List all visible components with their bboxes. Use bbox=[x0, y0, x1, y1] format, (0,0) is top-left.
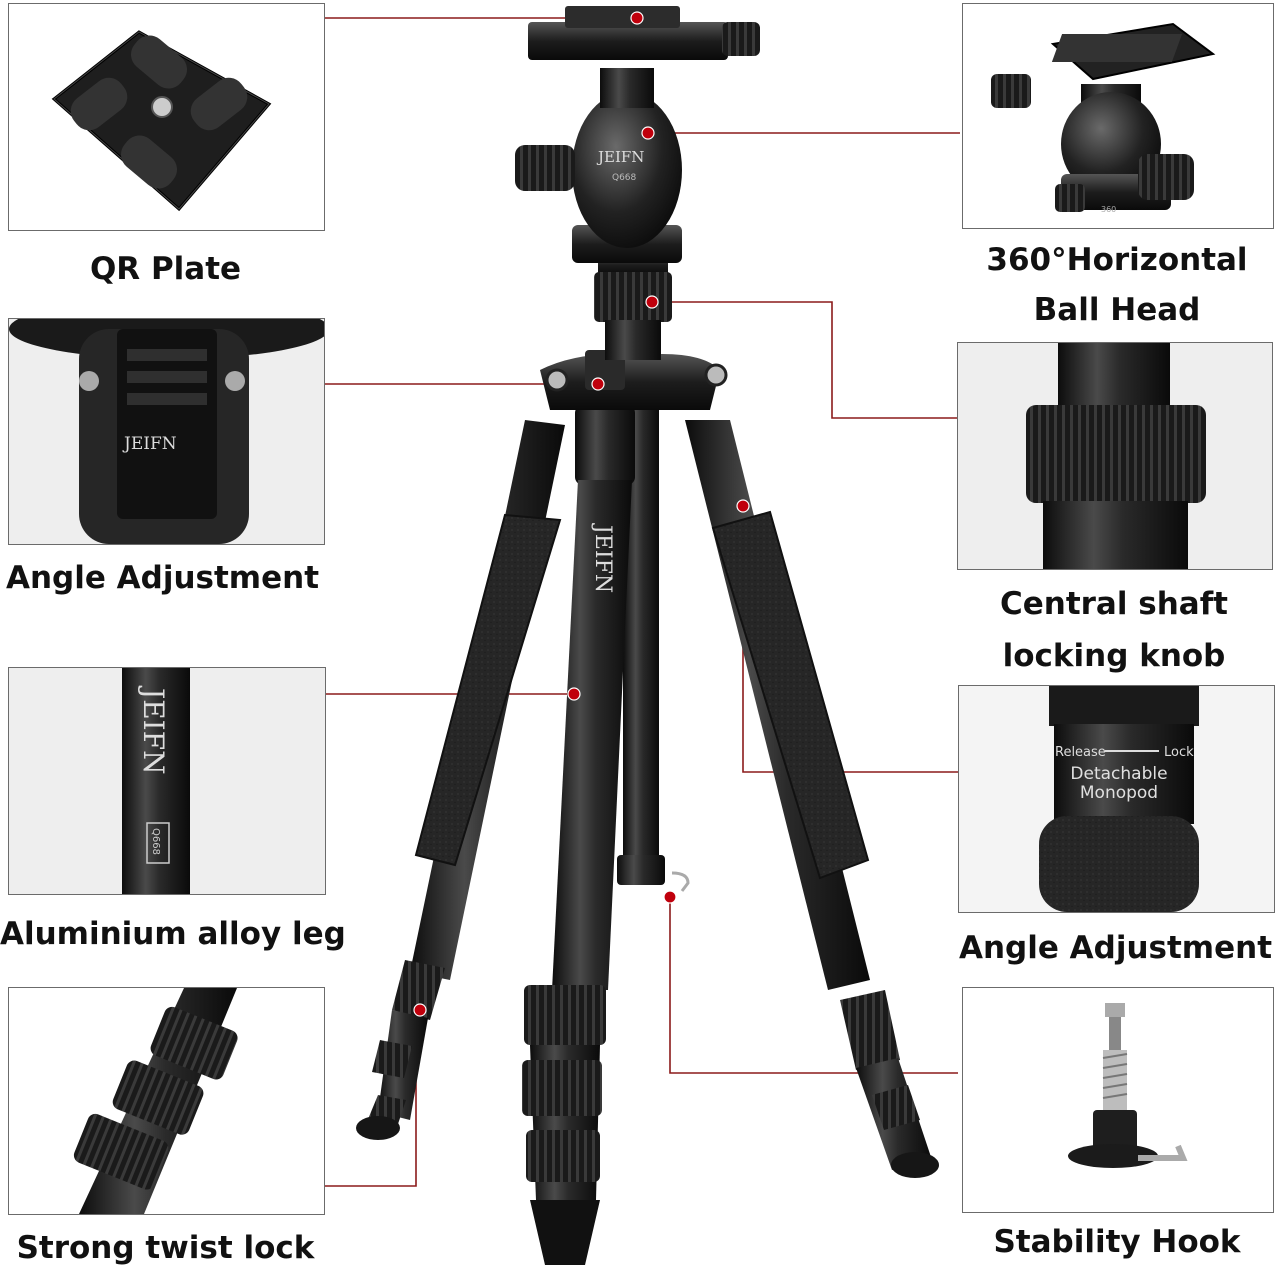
monopod-image: Release Lock Detachable Monopod bbox=[959, 686, 1274, 912]
front-leg: JEIFN bbox=[522, 405, 635, 1265]
angle-adjustment-left-panel: JEIFN bbox=[8, 318, 325, 545]
monopod-line1-text: Detachable bbox=[1070, 764, 1167, 784]
twist-lock-label: Strong twist lock bbox=[16, 1230, 315, 1266]
head-model-text: Q668 bbox=[612, 173, 637, 183]
ball-head-image: 360 bbox=[991, 22, 1216, 214]
ball-head: JEIFN Q668 bbox=[515, 6, 760, 263]
left-leg bbox=[356, 420, 565, 1140]
ball-head-scale: 360 bbox=[1101, 205, 1116, 214]
hook-marker bbox=[663, 890, 677, 904]
aluminium-leg-label: Aluminium alloy leg bbox=[0, 916, 346, 952]
stability-hook-label: Stability Hook bbox=[993, 1224, 1241, 1260]
shaft-knob-panel bbox=[957, 342, 1273, 570]
qr-plate-image bbox=[51, 30, 272, 212]
aluminium-leg-image: JEIFN Q668 bbox=[9, 668, 325, 894]
leg-brand-text: JEIFN bbox=[590, 523, 615, 593]
shaft-knob-label-line2: locking knob bbox=[1002, 638, 1226, 674]
head-brand-text: JEIFN bbox=[596, 148, 644, 166]
shaft-knob-label-line1: Central shaft bbox=[999, 586, 1229, 622]
panel-brand-text: JEIFN bbox=[122, 434, 177, 454]
twist-lock-image bbox=[73, 988, 238, 1214]
center-column bbox=[617, 380, 690, 892]
monopod-release-text: Release bbox=[1055, 745, 1106, 760]
stability-hook-image bbox=[1068, 1003, 1188, 1168]
shaft-lock-knob bbox=[594, 255, 672, 360]
ball-head-label-line1: 360°Horizontal bbox=[986, 242, 1248, 278]
ball-head-label-line2: Ball Head bbox=[1033, 292, 1201, 328]
aluminium-leg-panel: JEIFN Q668 bbox=[8, 667, 326, 895]
angle-adjustment-left-label: Angle Adjustment bbox=[5, 560, 320, 596]
stability-hook-panel bbox=[962, 987, 1274, 1213]
monopod-line2-text: Monopod bbox=[1080, 783, 1158, 803]
monopod-panel: Release Lock Detachable Monopod bbox=[958, 685, 1275, 913]
angle-adjustment-left-image: JEIFN bbox=[9, 319, 324, 544]
ball-head-panel: 360 bbox=[962, 3, 1274, 229]
leg-closeup-brand: JEIFN bbox=[137, 685, 170, 775]
monopod-lock-text: Lock bbox=[1164, 745, 1194, 760]
right-leg bbox=[685, 420, 939, 1178]
twist-lock-panel bbox=[8, 987, 325, 1215]
leg-closeup-model: Q668 bbox=[150, 828, 161, 855]
leg-hinge bbox=[540, 350, 728, 410]
shaft-knob-image bbox=[958, 343, 1272, 569]
qr-plate-panel bbox=[8, 3, 325, 231]
qr-plate-label: QR Plate bbox=[89, 251, 242, 287]
angle-adjustment-right-label: Angle Adjustment bbox=[958, 930, 1273, 966]
